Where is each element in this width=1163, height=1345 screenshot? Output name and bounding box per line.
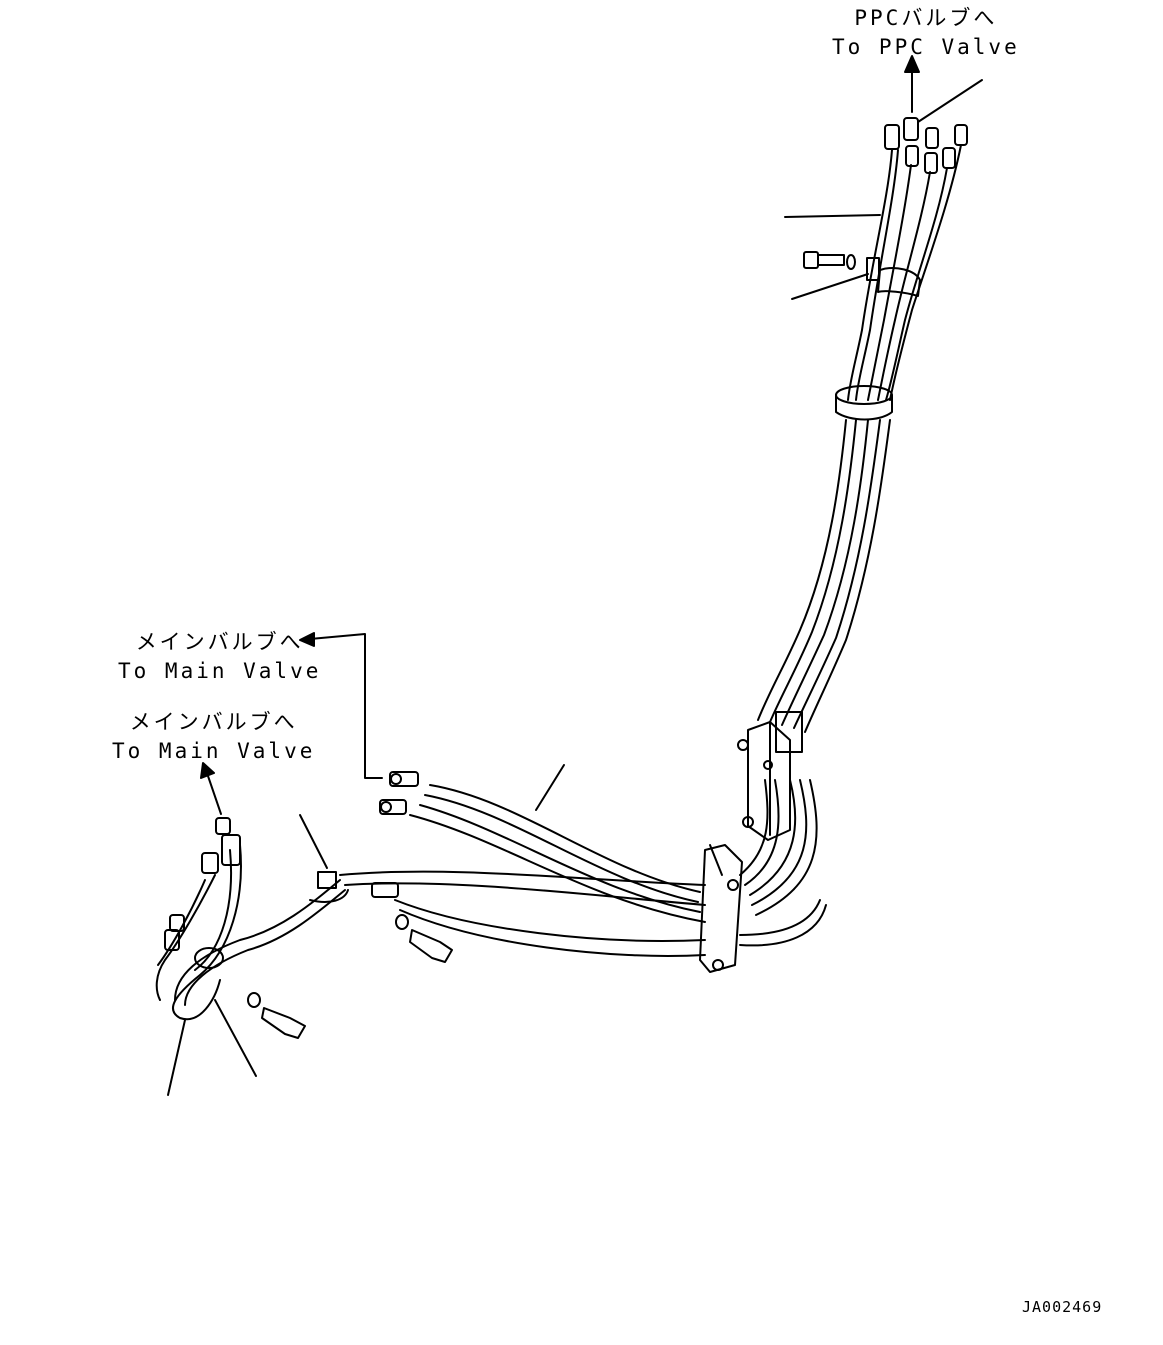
label-to-ppc-valve: PPCバルブへ To PPC Valve [832,4,1020,62]
left-clamp [299,814,453,963]
label-main-lower-en: To Main Valve [112,739,316,763]
right-bracket [737,711,803,841]
right-hose-curves [739,779,818,916]
main-valve-arrow-upper [299,632,565,811]
leader-lines-bottom [167,999,257,1096]
label-to-main-valve-lower: メインバルブへ To Main Valve [112,708,315,766]
label-main-upper-en: To Main Valve [118,659,322,683]
label-main-lower-jp: メインバルブへ [129,710,298,734]
label-ppc-en: To PPC Valve [832,35,1020,59]
main-valve-arrow-lower [200,762,222,815]
leader-lines-top [784,79,983,300]
left-hose-loop [155,817,346,1039]
lower-bracket [699,844,743,973]
horizontal-hose-bundle [339,784,827,957]
label-main-upper-jp: メインバルブへ [135,630,304,654]
descending-hose-bundle [757,419,891,733]
label-to-main-valve-upper: メインバルブへ To Main Valve [118,628,321,686]
hose-ends-center [379,771,419,815]
upper-hose-bundle [803,144,962,421]
label-ppc-jp: PPCバルブへ [854,6,998,30]
drawing-reference-number: JA002469 [1022,1298,1103,1316]
ppc-valve-arrow [904,55,920,113]
